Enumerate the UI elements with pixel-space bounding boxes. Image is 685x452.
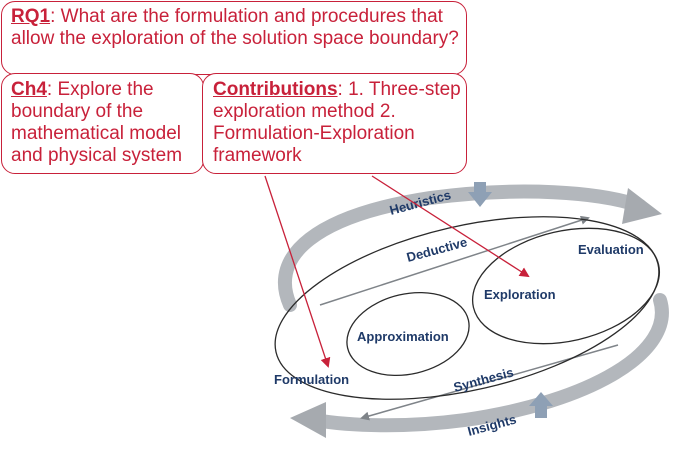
evaluation-ellipse bbox=[471, 227, 661, 345]
research-question-box: RQ1: What are the formulation and proced… bbox=[1, 1, 467, 75]
pointer-to-formulation bbox=[264, 175, 331, 368]
cycle-arrowhead-bottom bbox=[290, 402, 326, 438]
formulation-label: Formulation bbox=[274, 372, 349, 387]
contributions-text: : 1. Three-step exploration method 2. Fo… bbox=[213, 79, 461, 166]
chapter-label: Ch4 bbox=[11, 79, 47, 100]
cycle-arrow-bottom bbox=[308, 293, 669, 433]
exploration-label: Exploration bbox=[484, 287, 556, 302]
approximation-ellipse bbox=[346, 291, 470, 377]
outer-ellipse bbox=[274, 216, 660, 400]
rq-text: : What are the formulation and procedure… bbox=[11, 6, 459, 49]
contributions-label: Contributions bbox=[213, 79, 338, 100]
pointer-to-exploration bbox=[371, 175, 530, 278]
insights-up-arrow bbox=[529, 392, 553, 418]
approximation-label: Approximation bbox=[357, 329, 449, 344]
chapter-box: Ch4: Explore the boundary of the mathema… bbox=[1, 73, 204, 174]
synthesis-label: Synthesis bbox=[452, 365, 515, 395]
deductive-arrow bbox=[319, 215, 590, 306]
cycle-arrow-top bbox=[278, 184, 647, 312]
contributions-box: Contributions: 1. Three-step exploration… bbox=[202, 73, 467, 174]
cycle-arrowhead-top bbox=[622, 188, 662, 224]
rq-label: RQ1 bbox=[11, 6, 51, 27]
chapter-text: : Explore the boundary of the mathematic… bbox=[11, 79, 183, 166]
evaluation-label: Evaluation bbox=[578, 242, 644, 257]
heuristics-down-arrow bbox=[468, 182, 492, 207]
